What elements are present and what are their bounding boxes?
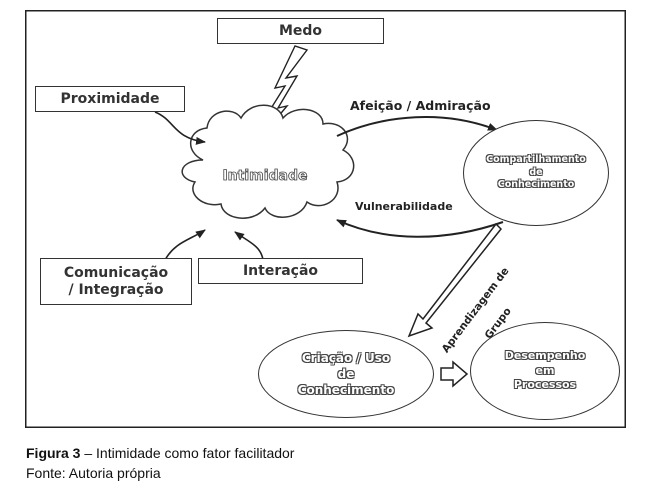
- comunicacao-label-line1: Comunicação: [63, 264, 169, 281]
- criacao-label-line3: Conhecimento: [297, 383, 395, 398]
- proximidade-box: Proximidade: [35, 86, 185, 112]
- vulnerabilidade-label: Vulnerabilidade: [355, 200, 453, 213]
- desempenho-label-line2: em: [535, 363, 555, 377]
- comunicacao-label-line2: / Integração: [68, 281, 164, 298]
- afeicao-label: Afeição / Admiração: [350, 98, 491, 113]
- medo-label: Medo: [278, 22, 323, 39]
- medo-box: Medo: [217, 18, 384, 44]
- arrow-proximidade-intimidade: [154, 111, 206, 145]
- intimidade-cloud: [181, 104, 355, 219]
- desempenho-ellipse: Desempenho em Processos: [470, 322, 620, 420]
- interacao-label: Interação: [242, 262, 319, 279]
- desempenho-label-line1: Desempenho: [504, 348, 586, 362]
- arrow-interacao-intimidade: [234, 231, 264, 261]
- compartilhamento-label-line2: de: [529, 166, 543, 178]
- compartilhamento-label-line3: Conhecimento: [497, 179, 575, 191]
- figure-source: Fonte: Autoria própria: [26, 465, 161, 481]
- figure-title: – Intimidade como fator facilitador: [80, 445, 295, 461]
- comunicacao-box: Comunicação / Integração: [40, 258, 192, 305]
- arrow-vulnerabilidade: [336, 219, 504, 238]
- intimidade-label: Intimidade: [222, 168, 307, 184]
- criacao-label-line2: de: [337, 366, 355, 381]
- proximidade-label: Proximidade: [60, 90, 160, 107]
- desempenho-label-line3: Processos: [513, 378, 577, 392]
- criacao-ellipse: Criação / Uso de Conhecimento: [258, 330, 434, 418]
- arrow-comunicacao-intimidade: [164, 229, 206, 261]
- interacao-box: Interação: [198, 258, 363, 284]
- diagram-frame: Intimidade Aprendizagem de Grupo Medo Pr…: [25, 10, 626, 428]
- arrow-criacao-desempenho: [440, 360, 469, 388]
- figure-number: Figura 3: [26, 445, 81, 461]
- compartilhamento-label-line1: Compartilhamento: [486, 153, 586, 165]
- arrow-aprendizagem: [407, 222, 503, 338]
- arrow-afeicao: [336, 116, 498, 137]
- figure-caption: Figura 3 – Intimidade como fator facilit…: [26, 443, 294, 483]
- compartilhamento-ellipse: Compartilhamento de Conhecimento: [463, 120, 609, 226]
- criacao-label-line1: Criação / Uso: [301, 350, 391, 365]
